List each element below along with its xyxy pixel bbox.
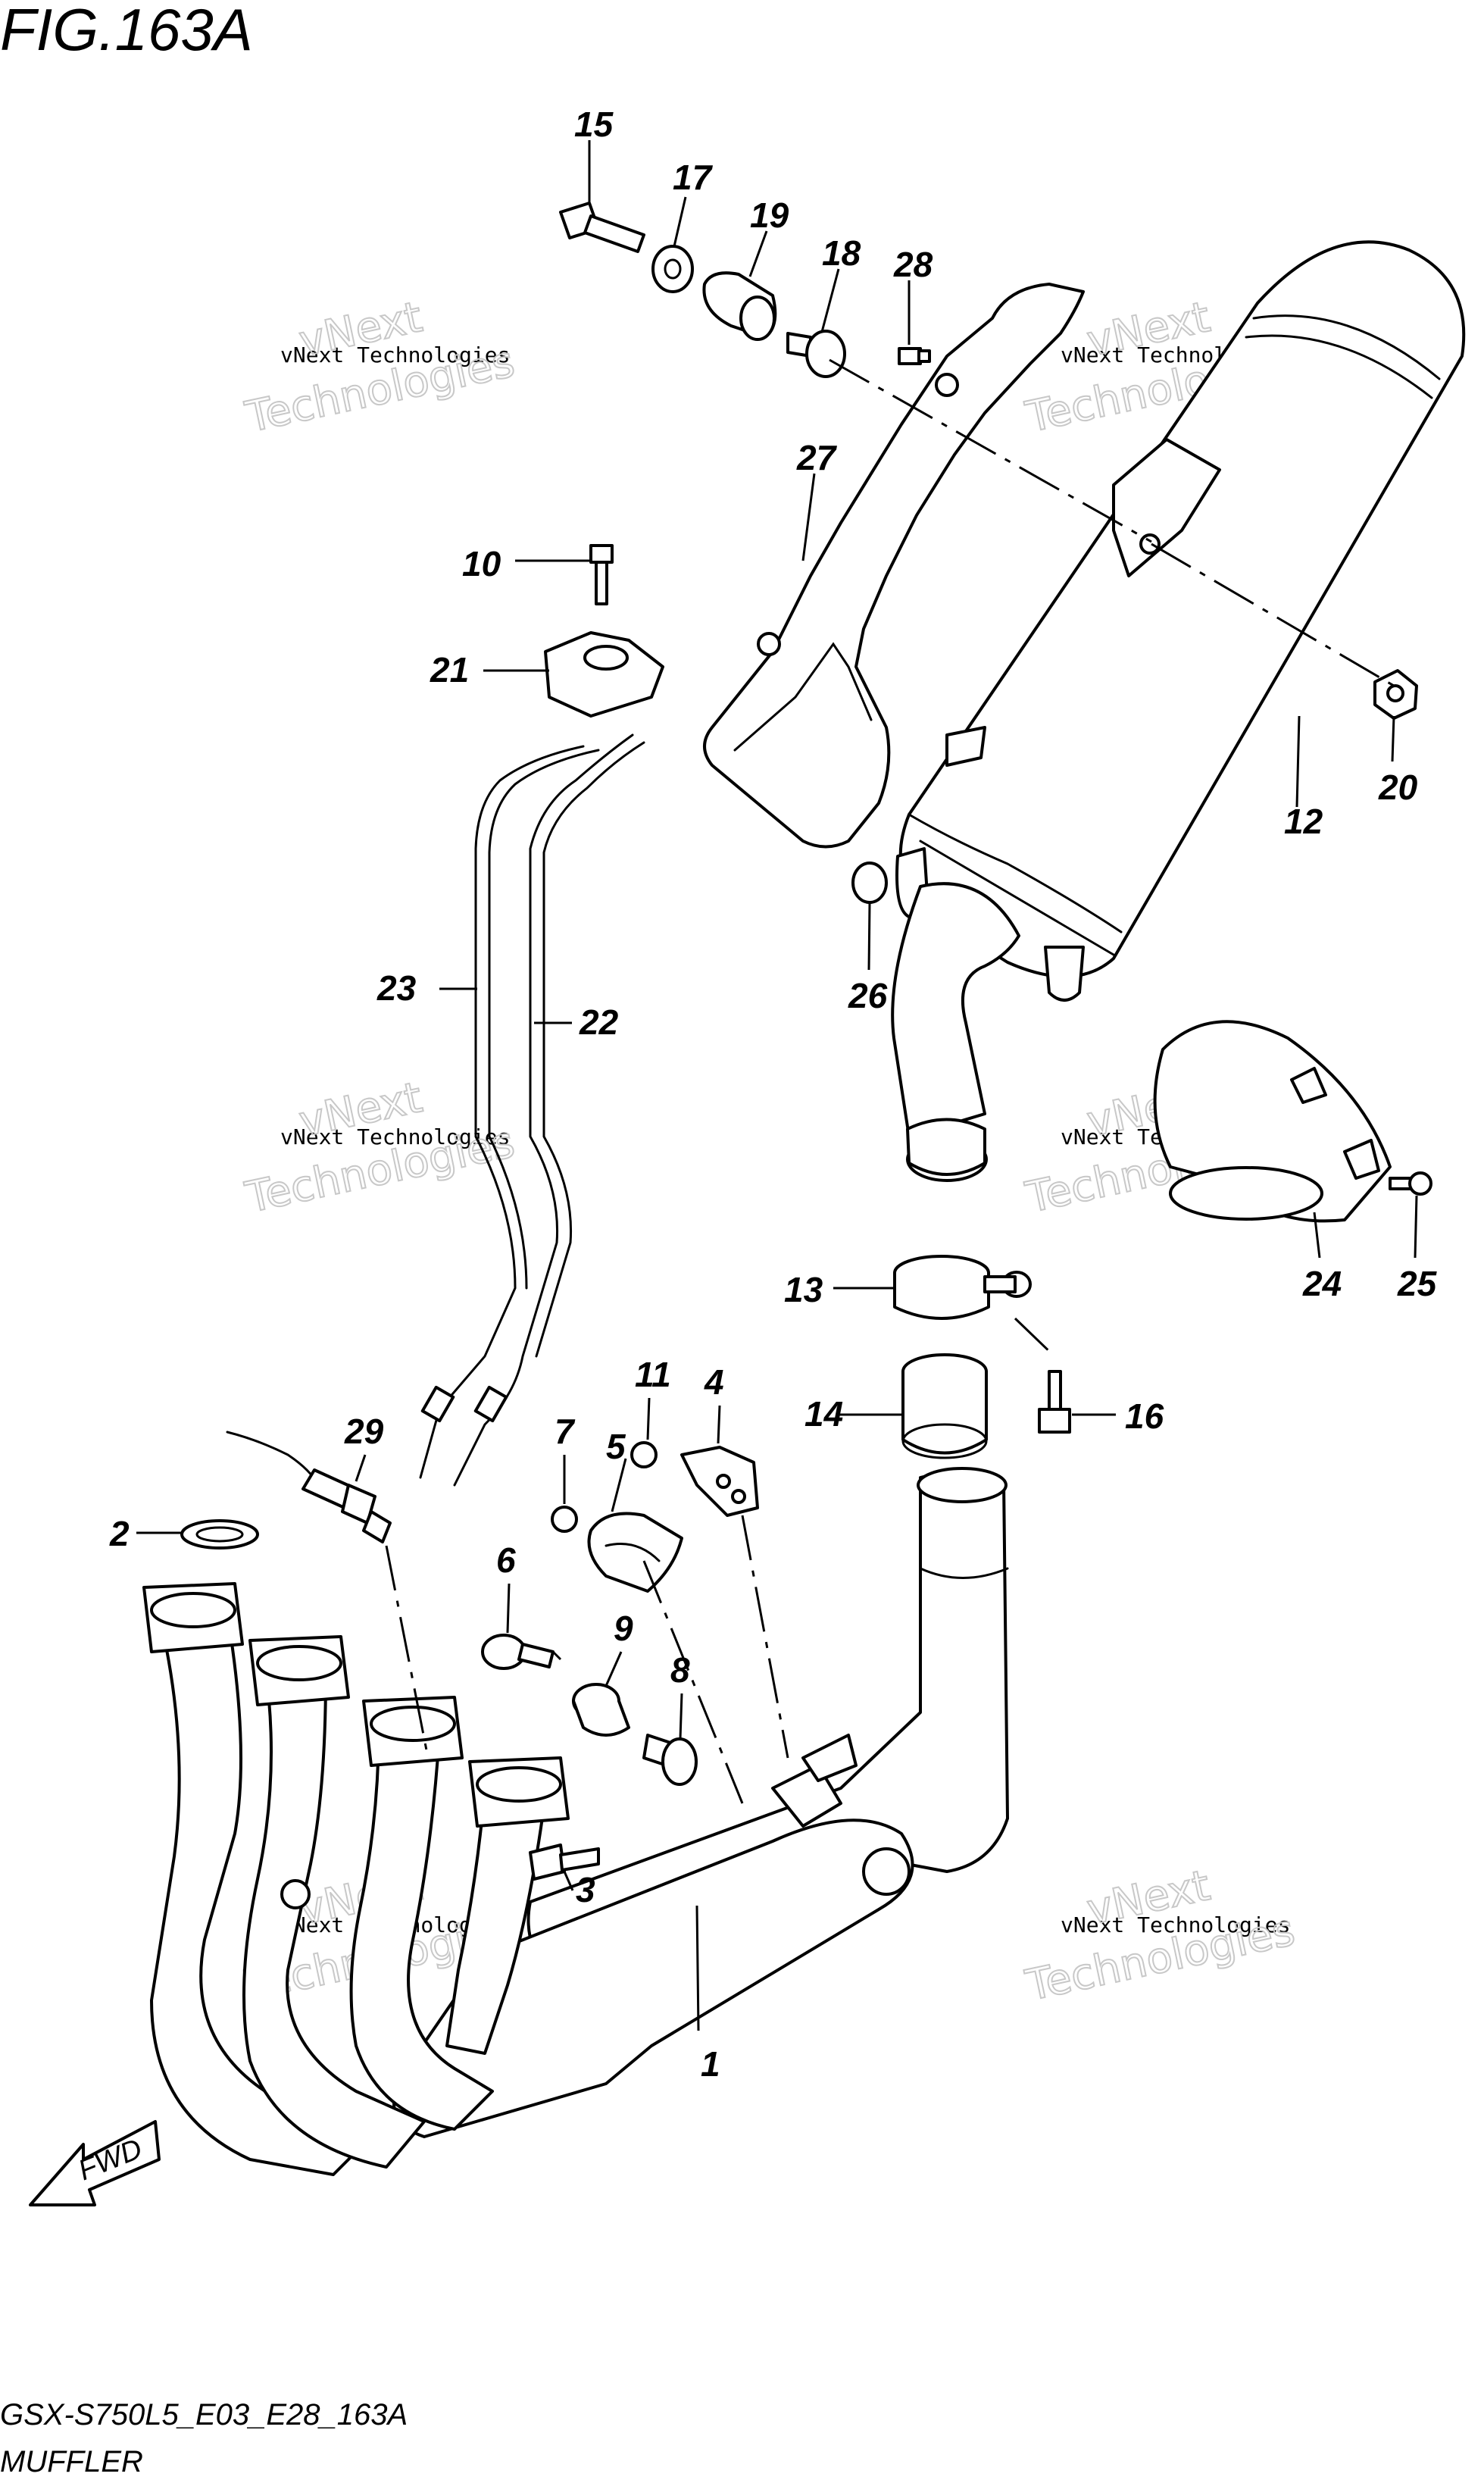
callout-17: 17 xyxy=(673,158,714,197)
part-4-bracket xyxy=(680,1446,759,1517)
watermark-bottom-right: vNext Technologies Technologies vNext xyxy=(1020,1860,1299,2012)
callout-25: 25 xyxy=(1397,1264,1438,1303)
callout-18: 18 xyxy=(822,233,861,273)
callout-13: 13 xyxy=(784,1270,823,1309)
part-15-bolt xyxy=(559,202,645,253)
callout-26: 26 xyxy=(848,976,888,1015)
callout-6: 6 xyxy=(496,1540,516,1580)
part-8-collar xyxy=(642,1734,698,1786)
svg-text:vNext Technologies: vNext Technologies xyxy=(1061,1912,1290,1937)
callout-28: 28 xyxy=(893,245,933,284)
callout-16: 16 xyxy=(1125,1396,1164,1436)
part-12-silencer xyxy=(895,240,1466,1002)
part-5-bracket xyxy=(587,1512,683,1593)
watermark-mid-left: vNext Technologies Technologies vNext xyxy=(240,1072,519,1224)
part-13-clamp xyxy=(893,1255,1032,1320)
callout-10: 10 xyxy=(462,544,501,583)
part-28-screw xyxy=(898,347,931,365)
figure-title: FIG.163A xyxy=(0,0,253,63)
callout-12: 12 xyxy=(1284,802,1323,841)
callout-20: 20 xyxy=(1378,768,1418,807)
part-10-bolt xyxy=(589,544,614,605)
callout-19: 19 xyxy=(750,195,789,235)
part-26-connector-pipe xyxy=(851,862,1020,1182)
callout-23: 23 xyxy=(376,968,417,1008)
callout-21: 21 xyxy=(430,650,469,690)
callout-3: 3 xyxy=(576,1870,595,1909)
part-1-exhaust-header xyxy=(142,1467,1009,2176)
callout-11: 11 xyxy=(635,1355,671,1394)
fwd-arrow-icon: FWD xyxy=(29,2120,161,2206)
callout-5: 5 xyxy=(606,1427,626,1466)
part-27-heat-cover xyxy=(703,283,1085,849)
part-29-o2-sensor xyxy=(226,1431,392,1543)
part-6-bolt xyxy=(481,1634,555,1670)
part-25-screw xyxy=(1389,1171,1432,1196)
part-2-gasket xyxy=(180,1519,259,1550)
callout-27: 27 xyxy=(796,438,838,477)
part-22-cable xyxy=(453,733,645,1487)
svg-text:vNext Technologies: vNext Technologies xyxy=(280,1124,510,1149)
svg-text:vNext Technologies: vNext Technologies xyxy=(280,342,510,367)
callout-24: 24 xyxy=(1302,1264,1342,1303)
part-11-nut xyxy=(630,1441,658,1468)
callout-22: 22 xyxy=(579,1002,619,1042)
part-19-damper xyxy=(702,271,777,341)
part-9-damper xyxy=(572,1683,630,1737)
callout-2: 2 xyxy=(109,1514,130,1553)
part-18-collar xyxy=(786,330,846,378)
callout-9: 9 xyxy=(614,1609,633,1648)
callout-numbers: 15 17 19 18 28 27 10 21 20 12 26 23 22 2… xyxy=(109,105,1438,2084)
part-17-washer xyxy=(651,245,694,293)
figure-code: GSX-S750L5_E03_E28_163A xyxy=(0,2398,408,2431)
leader-lines xyxy=(136,140,1418,2031)
callout-14: 14 xyxy=(804,1394,843,1434)
part-20-nut xyxy=(1373,669,1418,720)
callout-4: 4 xyxy=(704,1362,724,1402)
callout-7: 7 xyxy=(555,1412,576,1451)
callout-29: 29 xyxy=(344,1412,384,1451)
part-7-nut xyxy=(551,1506,578,1533)
part-21-sensor-cap xyxy=(544,631,664,718)
part-14-gasket xyxy=(901,1353,988,1459)
part-16-bolt xyxy=(1038,1370,1071,1434)
figure-caption: MUFFLER xyxy=(0,2445,143,2478)
callout-1: 1 xyxy=(701,2044,720,2084)
callout-15: 15 xyxy=(574,105,614,144)
part-24-end-cap xyxy=(1153,1020,1392,1223)
part-23-cable xyxy=(419,745,600,1479)
watermark-top-left: vNext Technologies Technologies vNext xyxy=(240,292,519,443)
callout-8: 8 xyxy=(670,1650,690,1690)
